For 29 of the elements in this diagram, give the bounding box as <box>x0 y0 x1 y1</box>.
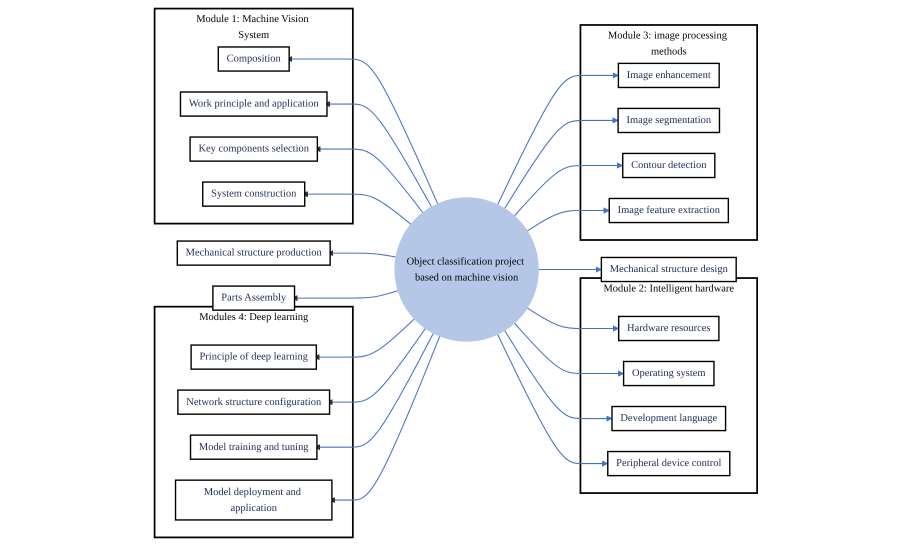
node-box: Peripheral device control <box>606 450 730 476</box>
node-box: Image feature extraction <box>608 197 729 223</box>
node-box: System construction <box>202 180 306 206</box>
arrow <box>496 72 618 204</box>
node-circle: Object classification project based on machine vision <box>394 196 539 342</box>
arrow <box>514 162 623 216</box>
arrow <box>526 206 610 231</box>
node-box: Hardware resources <box>618 315 720 341</box>
node-box: Composition <box>217 46 290 72</box>
node-box: Operating system <box>622 360 714 386</box>
arrow <box>504 116 618 208</box>
node-box: Mechanical structure production <box>176 240 330 266</box>
node-box: Key components selection <box>189 136 318 162</box>
arrow <box>496 334 608 466</box>
arrow <box>504 330 612 422</box>
node-box: Mechanical structure design <box>600 256 737 282</box>
node-box: Parts Assembly <box>212 284 295 310</box>
node-box: Image segmentation <box>617 107 720 133</box>
arrow <box>526 307 619 332</box>
node-box: Image enhancement <box>617 62 720 88</box>
arrow <box>538 266 602 272</box>
node-box: Contour detection <box>622 152 716 178</box>
node-box: Model training and tuning <box>189 434 318 460</box>
arrow <box>514 322 624 376</box>
node-box: Principle of deep learning <box>190 344 317 370</box>
node-box: Model deployment and application <box>174 478 332 520</box>
node-box: Work principle and application <box>179 90 328 116</box>
node-box: Network structure configuration <box>176 388 330 414</box>
node-box: Development language <box>610 405 726 431</box>
